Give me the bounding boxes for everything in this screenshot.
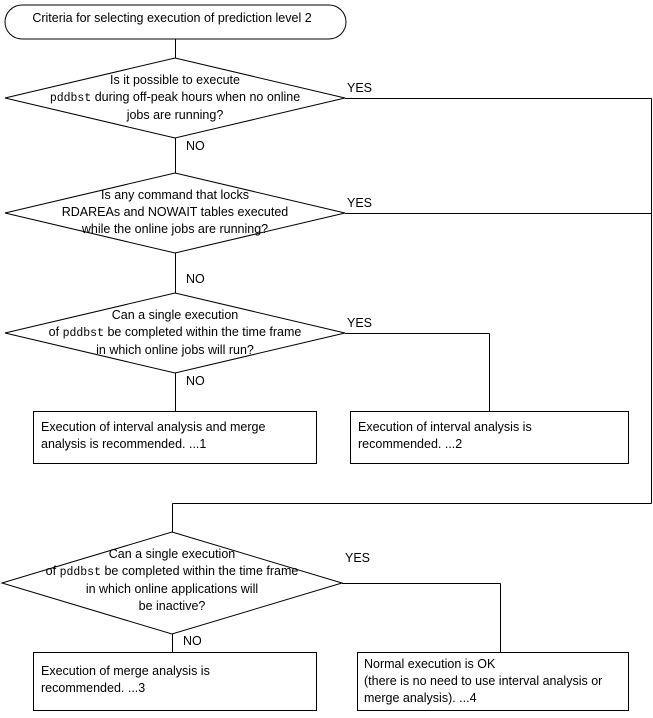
decision-2-label: Is any command that locks RDAREAs and NO… bbox=[30, 187, 320, 238]
decision-3-yes-label: YES bbox=[347, 316, 373, 330]
decision-1-no-label: NO bbox=[186, 139, 205, 153]
decision-4-line3: in which online applications will bbox=[85, 582, 259, 596]
decision-4-mono-token: pddbst bbox=[59, 566, 101, 579]
outcome-2-label: Execution of interval analysis is recomm… bbox=[358, 419, 623, 453]
decision-4-line1: Can a single execution bbox=[108, 547, 236, 561]
decision-4-line2-pre: of bbox=[45, 564, 60, 578]
decision-2-no-label: NO bbox=[186, 272, 205, 286]
decision-4-no-label: NO bbox=[183, 634, 202, 648]
outcome-4-line3: merge analysis). ...4 bbox=[364, 691, 477, 705]
decision-2-line3: while the online jobs are running? bbox=[81, 222, 269, 236]
outcome-1-line1: Execution of interval analysis and merge bbox=[41, 420, 266, 434]
outcome-1-label: Execution of interval analysis and merge… bbox=[41, 419, 311, 453]
decision-3-line1: Can a single execution bbox=[111, 308, 239, 322]
outcome-4-line1: Normal execution is OK bbox=[364, 657, 496, 671]
decision-2-line1: Is any command that locks bbox=[101, 188, 249, 202]
outcome-3-line1: Execution of merge analysis is bbox=[41, 664, 210, 678]
decision-1-yes-label: YES bbox=[347, 81, 373, 95]
outcome-1-line2: analysis is recommended. ...1 bbox=[41, 437, 207, 451]
decision-3-label: Can a single execution of pddbst be comp… bbox=[26, 307, 324, 359]
decision-1-mono-token: pddbst bbox=[49, 92, 92, 105]
decision-3-no-label: NO bbox=[186, 374, 205, 388]
decision-4-line2-post: be completed within the time frame bbox=[101, 564, 299, 578]
decision-4-line4: be inactive? bbox=[138, 599, 206, 613]
decision-2-line2: RDAREAs and NOWAIT tables executed bbox=[61, 205, 289, 219]
decision-4-label: Can a single execution of pddbst be comp… bbox=[23, 546, 321, 615]
outcome-3-line2: recommended. ...3 bbox=[41, 681, 146, 695]
decision-3-line3: in which online jobs will run? bbox=[96, 343, 254, 357]
outcome-4-line2: (there is no need to use interval analys… bbox=[364, 674, 603, 688]
outcome-2-line2: recommended. ...2 bbox=[358, 437, 463, 451]
outcome-2-line1: Execution of interval analysis is bbox=[358, 420, 532, 434]
decision-1-line2-post: during off-peak hours when no online bbox=[91, 90, 301, 104]
decision-3-line2-post: be completed within the time frame bbox=[104, 325, 302, 339]
outcome-4-label: Normal execution is OK (there is no need… bbox=[364, 656, 626, 707]
decision-1-line1: Is it possible to execute bbox=[110, 73, 240, 87]
terminal-label: Criteria for selecting execution of pred… bbox=[32, 11, 312, 25]
decision-3-line2-pre: of bbox=[48, 325, 63, 339]
decision-2-yes-label: YES bbox=[347, 196, 373, 210]
decision-1-label: Is it possible to execute pddbst during … bbox=[30, 72, 320, 124]
decision-3-mono-token: pddbst bbox=[62, 327, 104, 340]
outcome-3-label: Execution of merge analysis is recommend… bbox=[41, 663, 311, 697]
decision-1-line3: jobs are running? bbox=[126, 108, 224, 122]
decision-4-yes-label: YES bbox=[345, 551, 371, 565]
